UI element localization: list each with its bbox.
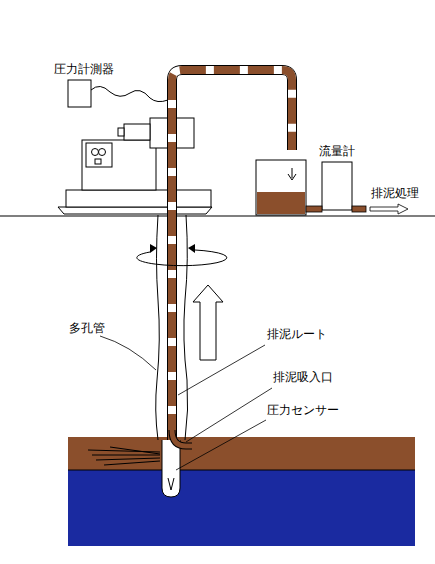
flowmeter-label: 流量計 <box>318 144 356 158</box>
pipe-outline <box>172 70 292 440</box>
discharge-label: 排泥処理 <box>370 186 420 200</box>
leader-lines <box>100 336 272 470</box>
drilling-machine <box>66 118 211 207</box>
pressure-sensor <box>162 440 180 497</box>
sensor-label: 圧力センサー <box>266 403 340 417</box>
pressure-meter-box <box>68 80 91 107</box>
discharge-arrow <box>370 204 408 214</box>
porous-pipe-right <box>184 215 188 440</box>
water-layer <box>68 470 415 546</box>
porous-pipe-left <box>156 215 160 440</box>
fracture-lines <box>88 447 160 465</box>
device-label: 圧力計測器 <box>53 62 115 76</box>
mud-layer <box>68 437 415 471</box>
pipe-label: 多孔管 <box>68 321 106 335</box>
signal-wire <box>91 86 168 101</box>
flowmeter <box>322 162 352 210</box>
inlet-label: 排泥吸入口 <box>272 370 334 384</box>
tank <box>256 160 306 215</box>
platform <box>58 207 212 214</box>
route-label: 排泥ルート <box>266 327 328 341</box>
ground-line <box>0 215 435 216</box>
flow-up-arrow <box>193 285 223 360</box>
